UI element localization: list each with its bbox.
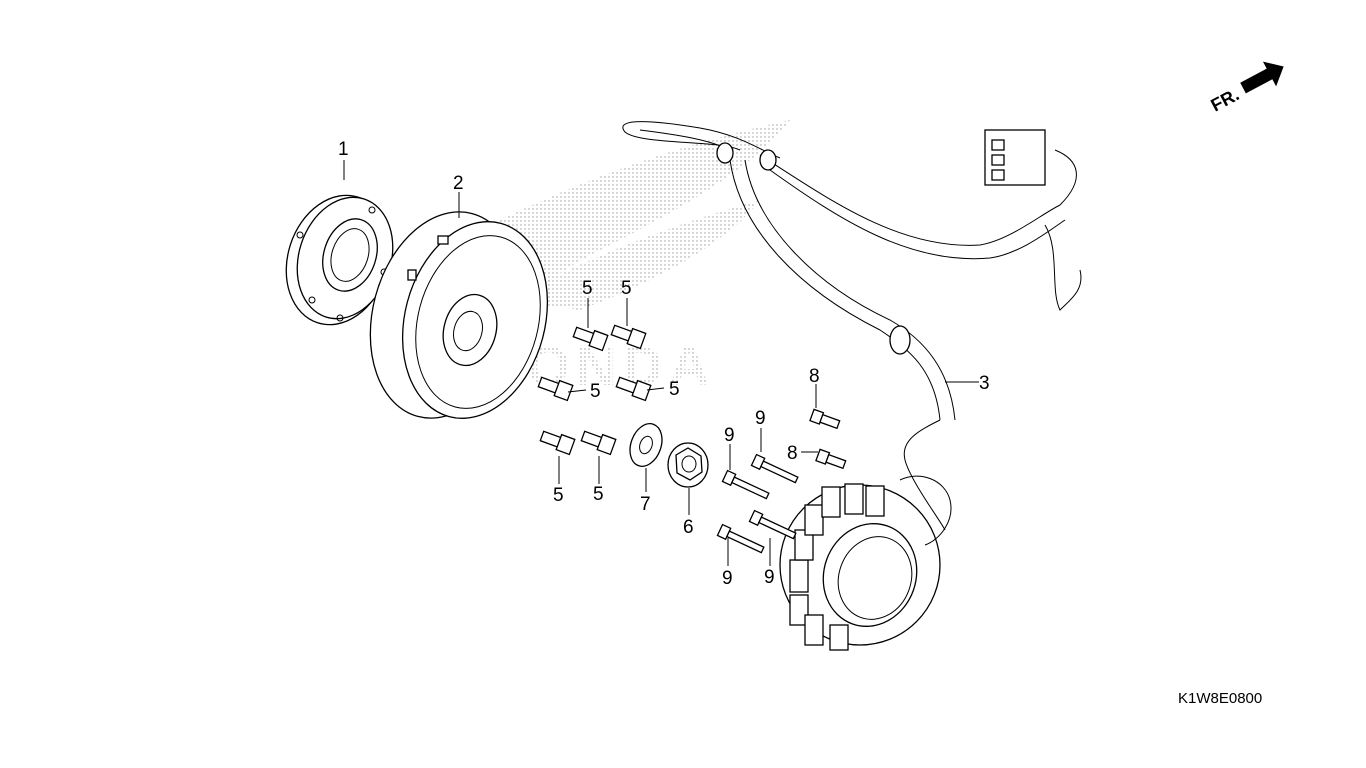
callout-5c: 5 — [590, 381, 601, 402]
part-washer-hole — [639, 435, 653, 455]
callout-5e: 5 — [553, 485, 564, 506]
callout-5d: 5 — [669, 379, 680, 400]
bolts-9 — [716, 453, 799, 554]
callout-1: 1 — [338, 139, 349, 160]
callout-3: 3 — [979, 373, 990, 394]
part-flywheel-rotor — [369, 211, 549, 419]
part-flange-nut — [667, 442, 709, 488]
callout-9b: 9 — [724, 425, 735, 446]
callout-9c: 9 — [722, 568, 733, 589]
front-direction-indicator: FR. — [1207, 61, 1284, 116]
callout-9d: 9 — [764, 567, 775, 588]
leader-lines — [343, 160, 979, 566]
callout-8a: 8 — [809, 366, 820, 387]
callout-numbers: 1 2 3 5 5 5 5 5 5 6 7 8 8 9 9 9 9 — [338, 139, 990, 589]
callout-8b: 8 — [787, 443, 798, 464]
callout-5f: 5 — [593, 484, 604, 505]
reference-code: K1W8E0800 — [1178, 690, 1262, 707]
part-starter-clutch — [285, 194, 394, 326]
callout-5a: 5 — [582, 278, 593, 299]
callout-2: 2 — [453, 173, 464, 194]
front-arrow-icon — [1240, 61, 1284, 94]
part-washer — [629, 423, 663, 467]
callout-9a: 9 — [755, 408, 766, 429]
callout-5b: 5 — [621, 278, 632, 299]
callout-6: 6 — [683, 517, 694, 538]
part-stator — [779, 475, 952, 651]
bolts-5 — [537, 324, 652, 456]
bolts-8 — [809, 408, 847, 470]
part-wire-harness — [622, 121, 1082, 531]
callout-7: 7 — [640, 494, 651, 515]
front-direction-label: FR. — [1207, 84, 1242, 115]
